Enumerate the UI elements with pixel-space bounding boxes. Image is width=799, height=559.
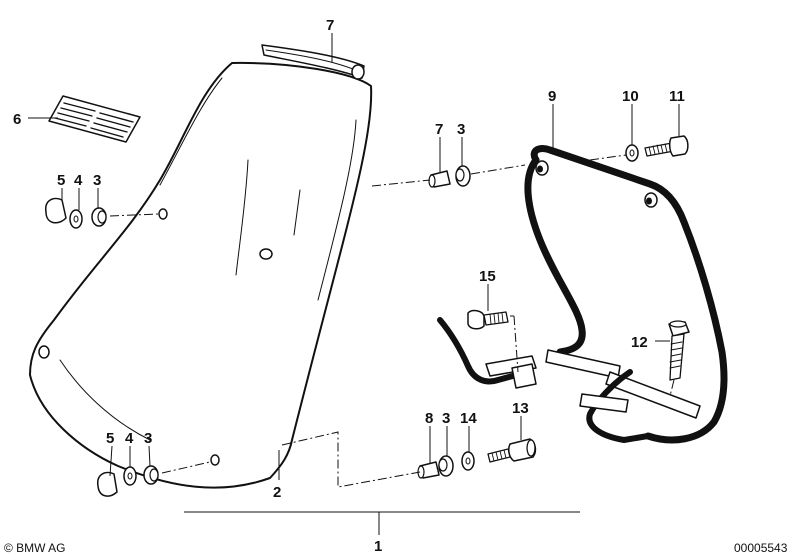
callout-13: 13 bbox=[512, 400, 529, 417]
callout-15: 15 bbox=[479, 268, 496, 285]
callout-12: 12 bbox=[631, 334, 648, 351]
callout-11: 11 bbox=[669, 88, 685, 105]
callout-4-upper: 4 bbox=[74, 172, 83, 189]
callout-7-upper: 7 bbox=[435, 121, 443, 138]
callout-9: 9 bbox=[548, 88, 556, 105]
bolt-12 bbox=[668, 320, 690, 397]
callout-2: 2 bbox=[273, 484, 281, 501]
callout-labels: 7 6 5 4 3 7 3 9 10 11 15 12 13 8 3 14 5 … bbox=[13, 17, 685, 555]
callout-14: 14 bbox=[460, 410, 477, 427]
spacer-grommet-upper bbox=[371, 164, 526, 188]
callout-3-lower-right: 3 bbox=[442, 410, 450, 427]
callout-3-upper-left: 3 bbox=[93, 172, 101, 189]
callout-8: 7 bbox=[326, 17, 334, 34]
mounting-frame-part bbox=[437, 144, 728, 444]
drawing-number: 00005543 bbox=[734, 541, 788, 555]
bolt-15 bbox=[467, 309, 519, 373]
copyright-text: © BMW AG bbox=[4, 541, 66, 555]
fastener-set-upper-left bbox=[45, 197, 159, 229]
callout-3-upper-right: 3 bbox=[457, 121, 465, 138]
washer-bolt-upper-right bbox=[589, 135, 689, 162]
callout-6: 6 bbox=[13, 111, 21, 128]
fastener-set-lower-right bbox=[281, 431, 537, 488]
callout-5-lower: 5 bbox=[106, 430, 114, 447]
leader-lines bbox=[28, 33, 680, 535]
callout-10: 10 bbox=[622, 88, 639, 105]
callout-7-lower: 8 bbox=[425, 410, 433, 427]
seal-strip-part bbox=[261, 44, 365, 80]
callout-1: 1 bbox=[374, 538, 382, 555]
callout-4-lower: 4 bbox=[125, 430, 134, 447]
callout-3-lower-left: 3 bbox=[144, 430, 152, 447]
callout-5-upper: 5 bbox=[57, 172, 65, 189]
fastener-set-lower-left bbox=[97, 461, 211, 497]
label-plate-part bbox=[48, 95, 141, 143]
